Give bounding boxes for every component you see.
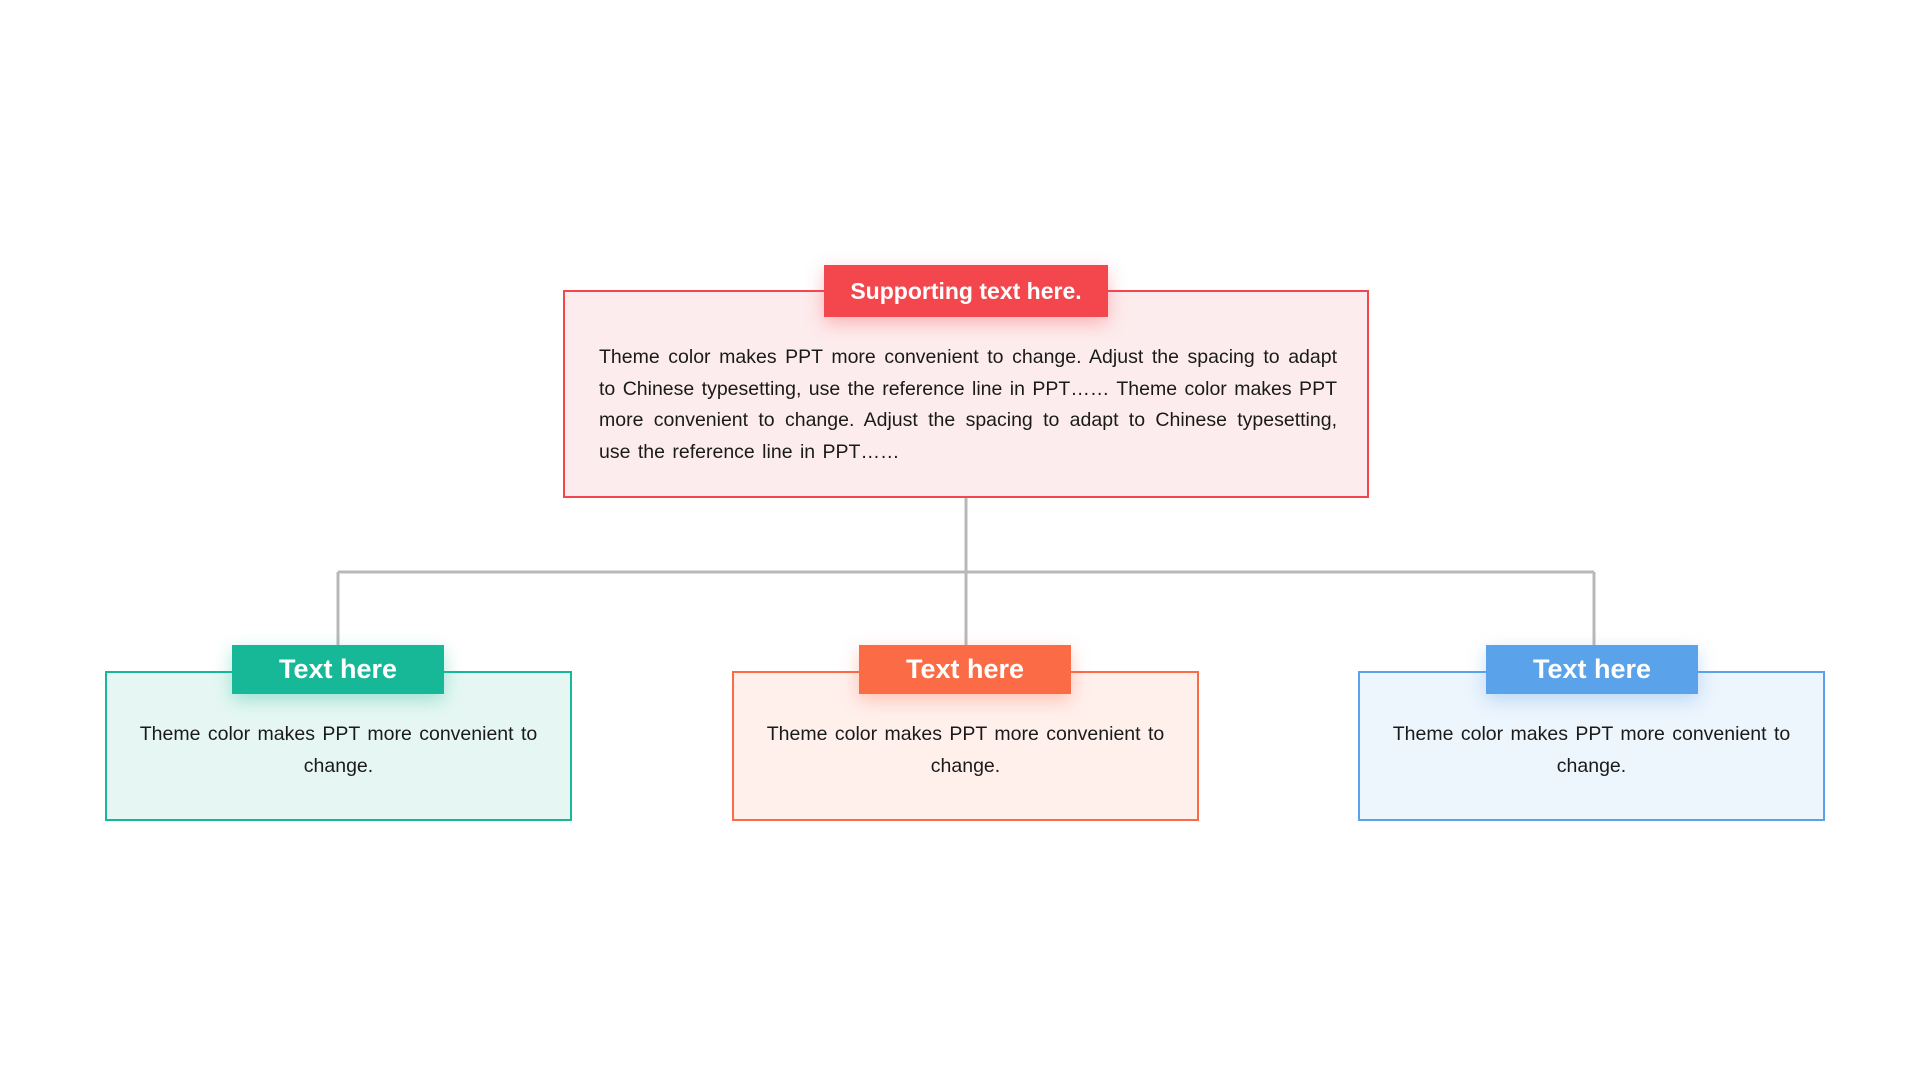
child-box-left: Theme color makes PPT more convenient to…: [105, 671, 572, 821]
child-box-right: Theme color makes PPT more convenient to…: [1358, 671, 1825, 821]
child-left-label: Text here: [232, 645, 444, 694]
root-label: Supporting text here.: [824, 265, 1108, 317]
child-right-body-text: Theme color makes PPT more convenient to…: [1392, 723, 1791, 777]
child-center-label: Text here: [859, 645, 1071, 694]
child-right-label: Text here: [1486, 645, 1698, 694]
child-left-body-text: Theme color makes PPT more convenient to…: [139, 723, 538, 777]
child-center-body-text: Theme color makes PPT more convenient to…: [766, 723, 1165, 777]
root-body-text: Theme color makes PPT more convenient to…: [599, 346, 1337, 463]
child-box-center: Theme color makes PPT more convenient to…: [732, 671, 1199, 821]
root-box: Theme color makes PPT more convenient to…: [563, 290, 1369, 498]
